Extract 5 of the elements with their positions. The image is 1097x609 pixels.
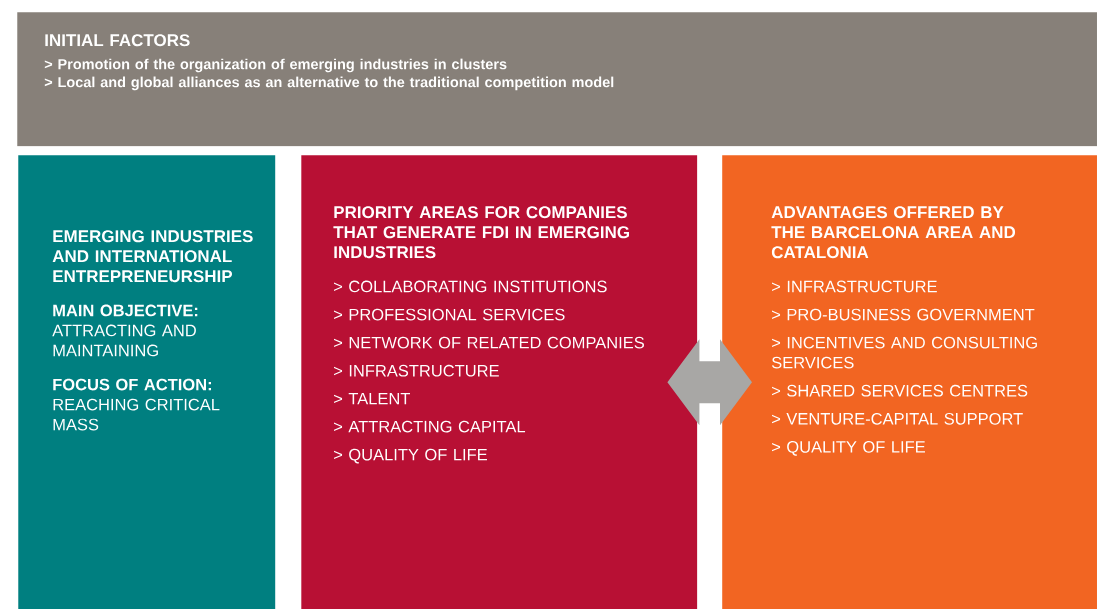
panel: EMERGING INDUSTRIES AND INTERNATIONAL ENTREPRENEURSHIP MAIN OBJECTIVE: ATTRACTING AND MAINTAINING FOCUS OF ACTION: REACHING CRITICAL MASS	[18, 155, 276, 609]
double-arrow	[667, 339, 752, 426]
panel: PRIORITY AREAS FOR COMPANIES THAT GENERATE FDI IN EMERGING INDUSTRIES > COLLABORATING INSTITUTIONS > PROFESSIONAL SERVICES > NETWORK OF RELATED COMPANIES > INFRASTRUCTURE > TALENT > ATTRACTING CAPITAL > QUALITY OF LIFE	[301, 155, 698, 609]
panel: ADVANTAGES OFFERED BY THE BARCELONA AREA AND CATALONIA > INFRASTRUCTURE > PRO-BUSINESS GOVERNMENT > INCENTIVES AND CONSULTING SERVICES > SHARED SERVICES CENTRES > VENTURE-CAPITAL SUPPORT > QUALITY OF LIFE	[722, 155, 1097, 609]
panel: INITIAL FACTORS > Promotion of the organization of emerging industries in clusters > Local and global alliances as an alternative to the traditional competition model	[17, 12, 1097, 147]
